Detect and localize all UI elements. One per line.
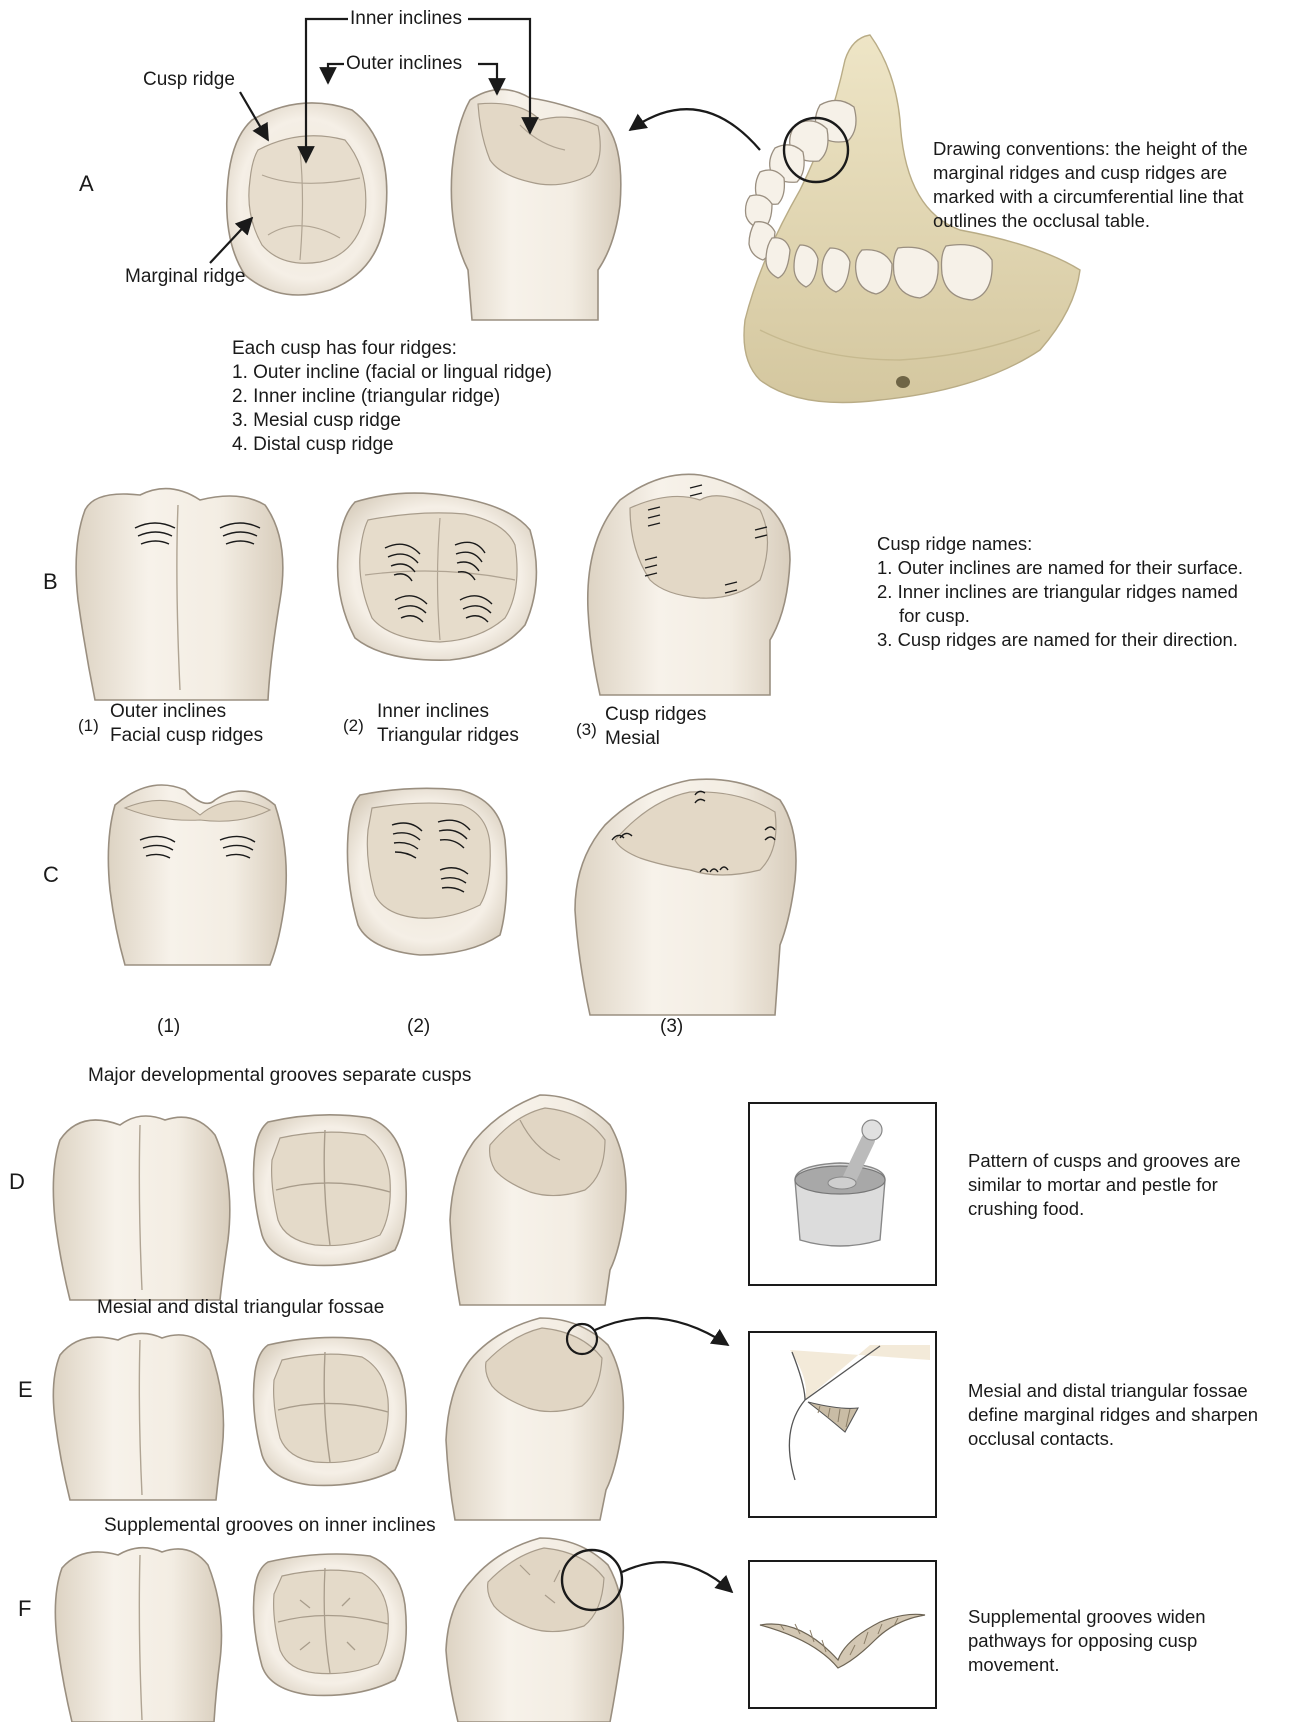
cusp-ridge-names: Cusp ridge names: 1. Outer inclines are … (877, 532, 1243, 652)
d-occlusal-molar (254, 1115, 407, 1266)
drawing-convention-note: Drawing conventions: the height of the m… (933, 137, 1248, 233)
section-d-heading: Major developmental grooves separate cus… (88, 1064, 471, 1088)
four-ridges-list: Each cusp has four ridges: 1. Outer incl… (232, 337, 552, 457)
d-facial-molar (53, 1116, 229, 1300)
section-d-note: Pattern of cusps and grooves are similar… (968, 1149, 1241, 1221)
f-perspective-molar (446, 1538, 623, 1722)
mortar-pestle-box (749, 1103, 936, 1285)
f-occlusal-molar (254, 1554, 407, 1695)
c-perspective-molar (575, 779, 796, 1015)
section-c-label: C (43, 863, 59, 887)
section-f-heading: Supplemental grooves on inner inclines (104, 1514, 436, 1538)
b-caption-3: Cusp ridges Mesial (605, 703, 706, 751)
e-arrow (595, 1318, 728, 1345)
cusp-ridge-label: Cusp ridge (143, 68, 235, 92)
b-caption-3-num: (3) (576, 718, 597, 742)
four-ridges-title: Each cusp has four ridges: (232, 337, 552, 361)
section-e-heading: Mesial and distal triangular fossae (97, 1296, 384, 1320)
inner-inclines-label: Inner inclines (350, 7, 462, 31)
marginal-ridge-label: Marginal ridge (125, 265, 245, 289)
e-perspective-molar (446, 1318, 623, 1520)
section-f-label: F (18, 1597, 31, 1621)
section-d-label: D (9, 1170, 25, 1194)
c-caption-3: (3) (660, 1015, 683, 1039)
b-caption-2: Inner inclines Triangular ridges (377, 700, 519, 748)
section-e-label: E (18, 1378, 33, 1402)
outer-inclines-label: Outer inclines (346, 52, 462, 76)
cusp-ridge-names-title: Cusp ridge names: (877, 532, 1243, 556)
f-arrow (622, 1562, 732, 1592)
section-f-note: Supplemental grooves widen pathways for … (968, 1605, 1206, 1677)
supplemental-groove-box (749, 1561, 936, 1708)
b-caption-2-num: (2) (343, 714, 364, 738)
triangular-fossa-box (749, 1332, 936, 1517)
d-perspective-molar (450, 1095, 626, 1305)
b-occlusal-molar (338, 493, 537, 660)
b-caption-1: Outer inclines Facial cusp ridges (110, 700, 263, 748)
f-facial-molar (55, 1548, 221, 1722)
b-perspective-molar (588, 474, 790, 695)
b-caption-1-num: (1) (78, 714, 99, 738)
c-caption-2: (2) (407, 1015, 430, 1039)
c-occlusal-molar (347, 788, 506, 955)
b-facial-molar (76, 489, 283, 700)
section-e-note: Mesial and distal triangular fossae defi… (968, 1379, 1258, 1451)
c-caption-1: (1) (157, 1015, 180, 1039)
e-occlusal-molar (254, 1337, 407, 1485)
e-facial-molar (53, 1333, 223, 1500)
c-facial-molar (108, 785, 286, 965)
section-a-label: A (79, 172, 94, 196)
section-b-label: B (43, 570, 58, 594)
a-perspective-molar (451, 89, 620, 320)
